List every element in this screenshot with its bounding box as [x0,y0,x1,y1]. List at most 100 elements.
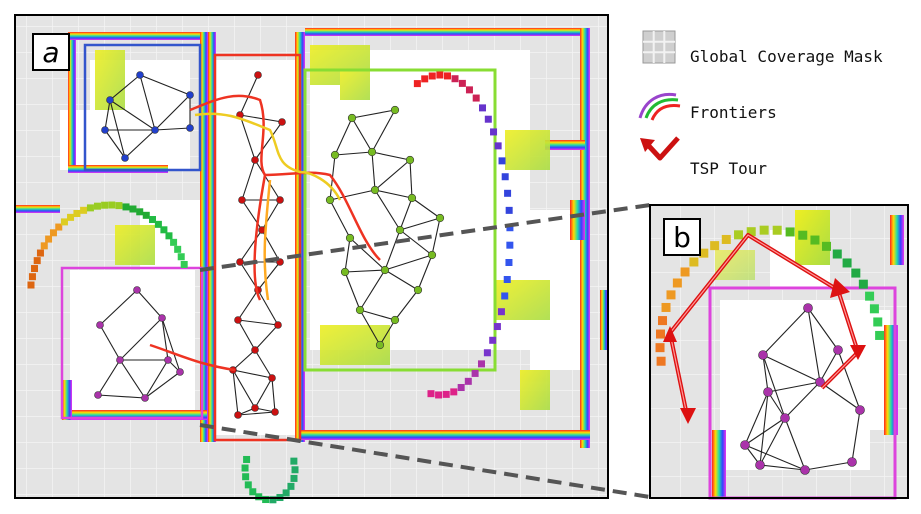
graph-node [847,457,857,467]
graph-edge [254,377,273,409]
frontier-voxel [115,202,123,210]
graph-edge [254,349,273,379]
graph-edge [104,99,111,131]
graph-edge [237,319,279,326]
frontier-voxel [154,220,162,228]
graph-node [141,394,149,402]
graph-node [276,196,284,204]
graph-edge [144,371,181,399]
frontier-voxel [656,329,666,339]
frontier-voxel [413,80,421,88]
frontier-voxel [421,75,429,83]
tsp-arrow-icon [640,136,680,161]
graph-edge [254,159,281,201]
graph-edge [119,359,146,399]
frontier-voxel [501,173,509,181]
frontier-voxel [243,455,251,463]
graph-node [271,408,279,416]
graph-edge [351,109,396,119]
graph-edge [762,354,821,383]
frontier-voxel [497,308,505,316]
graph-edge [851,409,861,463]
region-green [303,68,497,372]
graph-edge [374,189,413,199]
graph-node [251,404,259,412]
graph-edge [394,289,419,321]
frontier-arcs-icon [638,92,681,121]
frontier-voxel [36,249,44,257]
grid-icon [642,30,676,64]
graph-node [94,391,102,399]
graph-node [151,126,159,134]
graph-edge [374,189,401,231]
graph-node [370,185,380,195]
graph-edge [254,121,283,161]
frontier-voxel [810,235,820,245]
topological-graph-a [94,71,445,419]
region-blue [83,43,202,172]
graph-edge [371,151,411,161]
zoom-connectors [199,203,651,499]
frontier-voxel [734,230,744,240]
graph-node [800,465,810,475]
frontier-voxel [655,343,665,353]
graph-edge [759,417,786,466]
frontier-voxel [80,206,88,214]
frontier-voxel [122,203,130,211]
graph-node [136,71,144,79]
graph-node [413,285,423,295]
frontier-voxel [443,72,451,80]
graph-node [427,250,437,260]
frontier-voxel [180,260,188,268]
frontier-voxel [464,377,472,385]
graph-edge [359,309,396,321]
graph-edge [334,151,373,156]
frontier-voxel [435,391,443,399]
frontier-voxel [873,317,883,327]
graph-edge [232,369,273,379]
graph-edge [759,464,806,471]
graph-edge [334,117,353,156]
panel-a [14,14,609,504]
graph-edge [762,354,786,419]
frontier-voxel [479,104,487,112]
graph-edge [109,99,126,159]
region-red [213,53,302,442]
frontier-voxel [160,226,168,234]
frontier-voxel [759,225,769,235]
frontier-voxel [472,94,480,102]
graph-edge [744,444,806,471]
frontier-voxel [710,241,720,251]
graph-node [355,305,365,315]
frontier-voxel [493,323,501,331]
frontier-voxel [174,245,182,253]
graph-node [803,303,813,313]
graph-edge [767,381,821,393]
frontier-voxel [875,330,885,340]
graph-node [133,286,141,294]
graph-edge [232,369,239,416]
frontier-voxel [505,206,513,214]
graph-edge [759,391,769,466]
graph-edge [384,229,401,271]
graph-edge [329,189,376,201]
graph-edge [784,381,821,419]
frontier-voxel [490,128,498,136]
graph-node [251,156,259,164]
frontier-voxel [269,496,277,504]
graph-edge [399,229,433,256]
frontier-voxel [689,257,699,267]
legend-item-tsp: TSP Tour [640,140,915,196]
frontier-voxel [101,201,109,209]
frontier-voxel [241,464,249,472]
graph-edge [154,127,191,131]
frontier-voxel [494,142,502,150]
frontier-voxel [165,232,173,240]
frontier-voxel [287,482,295,490]
graph-edge [804,461,853,471]
graph-edge [139,74,156,131]
graph-edge [239,229,263,263]
graph-node [238,196,246,204]
frontier-voxel [242,473,250,481]
graph-edge [762,307,809,356]
